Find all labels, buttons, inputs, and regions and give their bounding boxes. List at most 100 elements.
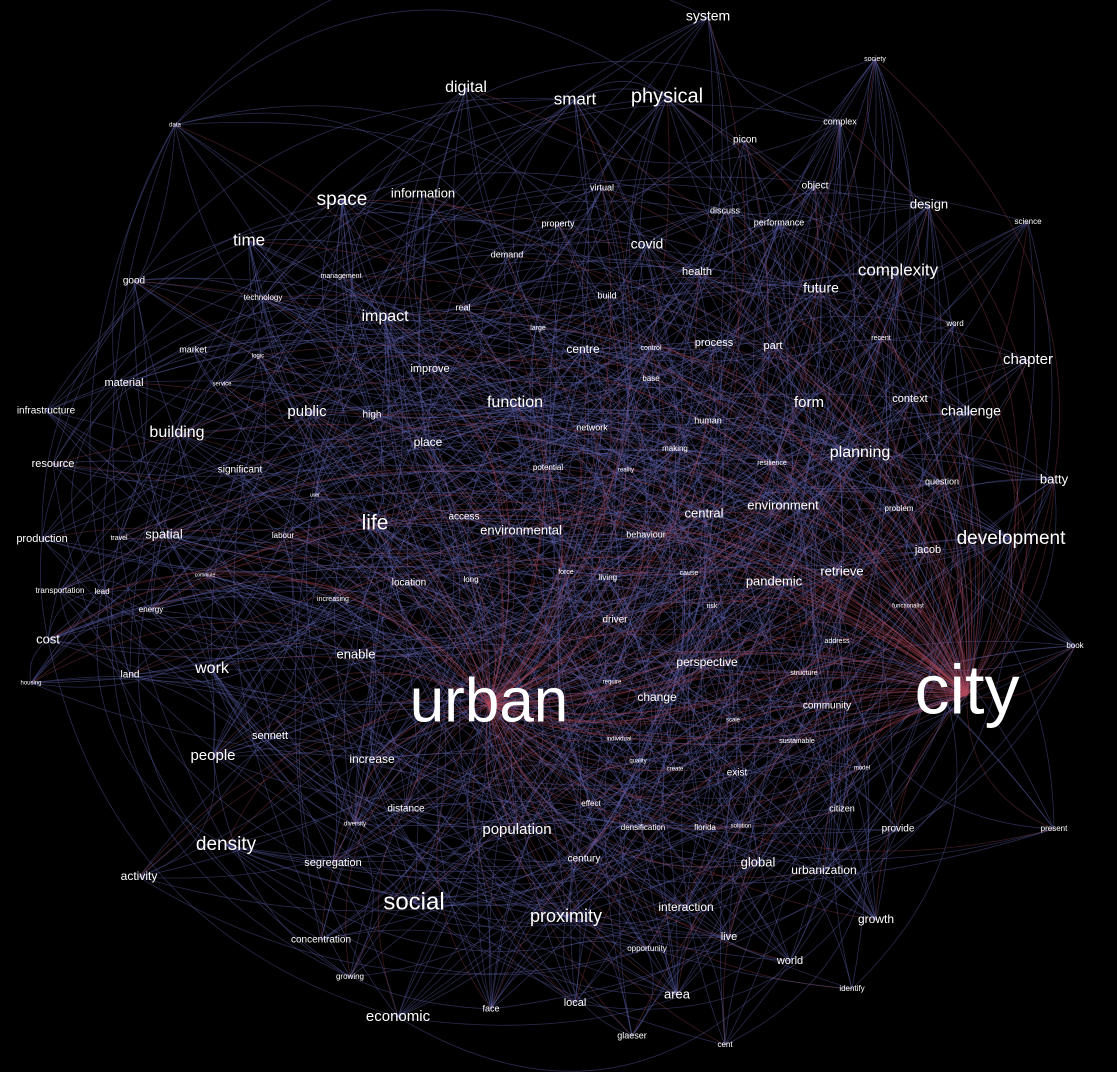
node-label-digital: digital xyxy=(445,79,487,96)
edge xyxy=(771,398,911,464)
hub-edge xyxy=(488,469,627,706)
edge xyxy=(138,223,559,878)
edge xyxy=(212,535,294,757)
edge xyxy=(611,653,968,696)
node-label-driver: driver xyxy=(602,615,628,626)
edge xyxy=(174,0,709,126)
edge xyxy=(788,121,841,404)
edge xyxy=(803,58,922,674)
edge xyxy=(163,534,415,904)
edge xyxy=(459,467,576,1004)
edge xyxy=(685,359,1029,909)
edge xyxy=(757,538,1012,864)
node-label-life: life xyxy=(362,512,389,535)
edge xyxy=(706,662,968,715)
hub-edge xyxy=(954,323,1019,696)
edge xyxy=(41,271,698,573)
edge xyxy=(537,307,810,404)
hub-edge xyxy=(488,462,773,706)
edge xyxy=(306,347,972,413)
hub-edge xyxy=(488,704,639,771)
node-label-florida: florida xyxy=(694,823,716,832)
edge xyxy=(45,410,676,559)
edge xyxy=(558,244,648,762)
edge xyxy=(45,332,1076,647)
edge xyxy=(650,58,876,380)
edge xyxy=(29,639,49,684)
edge xyxy=(465,87,841,164)
node-label-people: people xyxy=(190,747,235,764)
edge xyxy=(637,538,1012,762)
edge xyxy=(724,767,869,1046)
edge xyxy=(133,277,708,664)
edge xyxy=(163,411,972,576)
edge xyxy=(720,221,1029,1046)
edge xyxy=(696,270,899,299)
edge xyxy=(767,288,825,872)
edge xyxy=(413,221,1029,904)
node-label-urban: urban xyxy=(410,666,569,735)
hub-edge xyxy=(488,549,929,724)
edge xyxy=(463,433,676,518)
node-label-segregation: segregation xyxy=(304,857,362,869)
node-label-complex: complex xyxy=(823,116,857,126)
edge xyxy=(262,297,929,551)
edge xyxy=(547,467,877,921)
edge xyxy=(685,323,974,909)
edge xyxy=(384,316,825,872)
edge xyxy=(221,383,784,536)
edge xyxy=(71,382,125,593)
edge xyxy=(574,99,680,740)
node-label-design: design xyxy=(910,196,948,211)
edge xyxy=(96,591,227,846)
edge xyxy=(676,222,843,996)
node-label-force: force xyxy=(558,569,574,576)
edge xyxy=(59,590,899,834)
edge xyxy=(688,452,861,574)
edge xyxy=(163,383,1012,540)
edge xyxy=(355,654,678,996)
edge xyxy=(463,398,911,548)
hub-edge xyxy=(405,704,490,810)
hub-edge xyxy=(547,467,968,696)
edge xyxy=(516,58,877,831)
edge xyxy=(666,96,795,909)
hub-edge xyxy=(488,402,810,706)
hub-edge xyxy=(225,699,490,846)
edge xyxy=(618,538,1012,740)
hub-edge xyxy=(736,680,968,774)
edge xyxy=(371,759,567,918)
edge xyxy=(606,295,686,829)
node-label-batty: batty xyxy=(1040,471,1069,486)
edge xyxy=(320,347,654,941)
edge xyxy=(685,694,968,909)
node-label-urbanization: urbanization xyxy=(791,863,856,877)
hub-edge xyxy=(176,377,968,696)
edge xyxy=(371,601,968,761)
edge xyxy=(413,581,775,904)
hub-edge xyxy=(506,254,968,696)
edge xyxy=(212,347,652,757)
edge xyxy=(646,244,808,909)
edge xyxy=(371,349,589,761)
node-label-activity: activity xyxy=(121,869,158,883)
edge xyxy=(650,378,943,493)
edge xyxy=(204,574,338,864)
edge xyxy=(772,345,814,583)
edge xyxy=(488,295,630,706)
edge xyxy=(707,121,842,422)
edge xyxy=(314,419,784,507)
node-label-face: face xyxy=(482,1003,499,1013)
edge xyxy=(262,297,373,416)
node-label-model: model xyxy=(854,766,870,772)
edge xyxy=(211,275,342,670)
edge xyxy=(427,271,698,444)
edge xyxy=(306,411,385,864)
node-label-virtual: virtual xyxy=(590,182,614,192)
hub-edge xyxy=(377,704,490,1018)
edge xyxy=(717,581,791,962)
edge xyxy=(384,259,972,413)
node-label-densification: densification xyxy=(621,823,665,832)
edge xyxy=(221,99,576,385)
edge xyxy=(221,297,264,385)
